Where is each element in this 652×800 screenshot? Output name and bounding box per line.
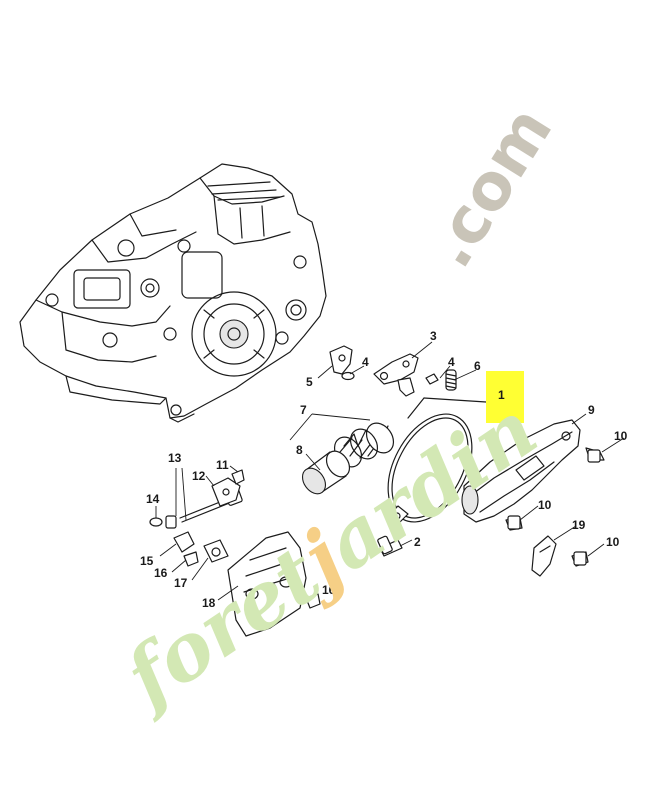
callout-7: 7	[300, 403, 307, 417]
callout-12: 12	[192, 469, 206, 483]
callout-19: 19	[572, 518, 586, 532]
brake-lever-parts	[329, 345, 457, 397]
callout-14: 14	[146, 492, 160, 506]
callout-13: 13	[168, 451, 182, 465]
highlight-box	[486, 371, 524, 423]
callout-18: 18	[202, 596, 216, 610]
bolts-part-10	[505, 447, 605, 567]
callout-10c: 10	[606, 535, 620, 549]
callout-15: 15	[140, 554, 154, 568]
watermark-brand: foretjardin	[106, 384, 553, 727]
callout-5: 5	[306, 375, 313, 389]
callout-16b: 16	[322, 583, 336, 597]
callout-11: 11	[216, 458, 229, 472]
callout-labels: 1 2 3 4 4 5 6 7 8 9 10 10 10 11 12 13 14…	[140, 329, 628, 610]
bracket-part-19	[531, 535, 557, 577]
leader-lines	[155, 341, 625, 601]
callout-8: 8	[296, 443, 303, 457]
screw-part-2	[377, 535, 403, 557]
watermark-domain-suffix: .com	[413, 95, 567, 281]
callout-9: 9	[588, 403, 595, 417]
callout-10b: 10	[538, 498, 552, 512]
left-small-parts	[149, 469, 321, 637]
coil-spring-and-sleeve	[301, 422, 395, 495]
brake-band	[387, 413, 473, 527]
callout-4b: 4	[448, 355, 455, 369]
sprocket-cover	[461, 419, 581, 523]
callout-1: 1	[498, 388, 505, 402]
callout-17: 17	[174, 576, 188, 590]
callout-16a: 16	[154, 566, 168, 580]
callout-10a: 10	[614, 429, 628, 443]
callout-3: 3	[430, 329, 437, 343]
engine-block	[19, 163, 327, 423]
callout-6: 6	[474, 359, 481, 373]
callout-4a: 4	[362, 355, 369, 369]
callout-2: 2	[414, 535, 421, 549]
